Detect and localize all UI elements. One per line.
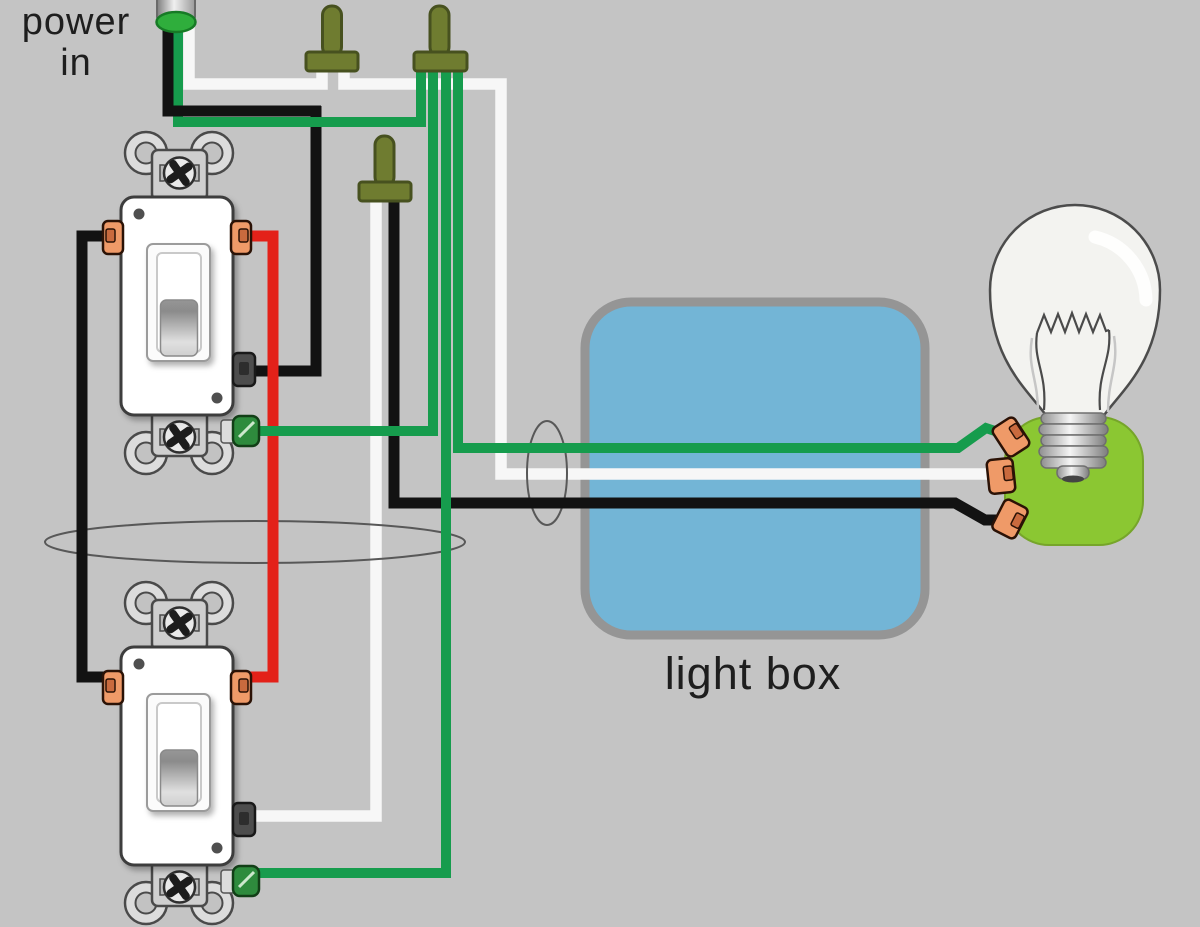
wire-nut-1 <box>304 4 360 73</box>
bulb-terminal-black <box>991 498 1029 540</box>
bulb-terminal-white <box>985 456 1017 496</box>
wire-green-to-switch1 <box>248 58 438 436</box>
wire-red-traveler <box>249 230 279 683</box>
bulb-glass <box>988 203 1162 420</box>
cable-run-ellipse-vertical <box>526 420 568 526</box>
wire-green-to-switch2 <box>248 58 451 878</box>
wire-white-switch2-common <box>249 192 382 822</box>
toggle-switch-1 <box>103 132 259 474</box>
power-in-line1: power <box>21 1 131 43</box>
wire-nut-3 <box>357 134 413 203</box>
bulb-terminal-green <box>991 416 1031 458</box>
wire-nut-2 <box>412 4 469 73</box>
bulb-filament <box>1035 309 1111 411</box>
wire-white-neutral-to-bulb <box>338 58 994 480</box>
power-in-cable <box>155 0 197 34</box>
power-in-label: power in <box>8 1 144 85</box>
cable-run-ellipse-horizontal <box>44 520 466 564</box>
power-in-line2: in <box>60 42 92 85</box>
wire-white-power <box>183 10 328 90</box>
light-box-label: light box <box>664 648 842 699</box>
wire-green-power <box>173 10 426 127</box>
wire-black-traveler <box>76 230 104 683</box>
bulb-screw-base <box>1038 412 1109 469</box>
light-bulb-assembly <box>985 203 1162 546</box>
toggle-switch-2 <box>103 582 259 924</box>
wire-black-power-top <box>162 10 321 117</box>
wire-black-switched-hot <box>388 192 1005 526</box>
